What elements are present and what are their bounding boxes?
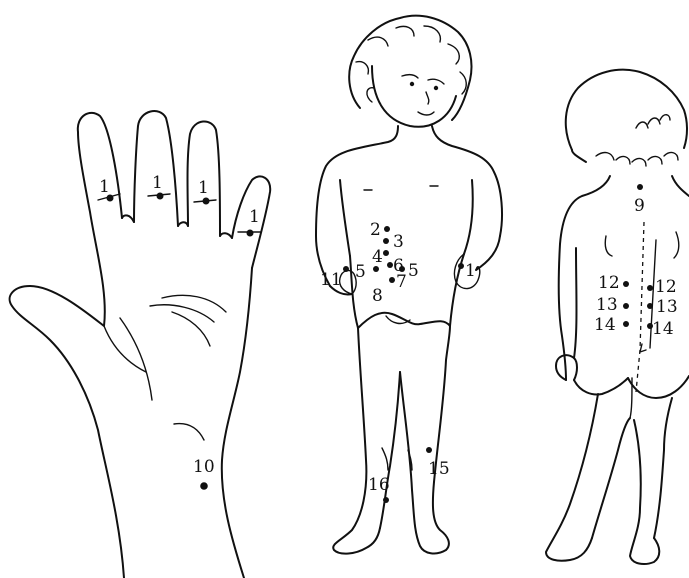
label-hand-little: 1	[249, 207, 260, 227]
label-hand-wrist: 10	[193, 457, 215, 477]
label-front-16: 16	[368, 475, 390, 495]
label-front-1: 1	[465, 261, 476, 281]
label-hand-middle: 1	[152, 173, 163, 193]
label-back-9: 9	[634, 196, 645, 216]
label-back-14-left: 14	[594, 315, 616, 335]
label-front-5-left: 5	[355, 262, 366, 282]
label-back-13-right: 13	[656, 297, 678, 317]
label-front-4: 4	[372, 247, 383, 267]
label-hand-index: 1	[99, 177, 110, 197]
point-labels: 1 1 1 1 10 2 3 4 6 5 5 7 8 11 1 15 16 9 …	[99, 173, 678, 495]
label-back-12-right: 12	[655, 277, 677, 297]
label-front-8: 8	[372, 286, 383, 306]
label-front-3: 3	[393, 232, 404, 252]
label-back-13-left: 13	[596, 295, 618, 315]
label-front-7: 7	[396, 272, 407, 292]
label-back-14-right: 14	[652, 319, 674, 339]
label-back-12-left: 12	[598, 273, 620, 293]
palm-of-hand	[10, 111, 271, 578]
label-front-2: 2	[370, 220, 381, 240]
label-front-5-right: 5	[408, 261, 419, 281]
label-hand-ring: 1	[198, 178, 209, 198]
label-front-11: 11	[320, 270, 342, 290]
child-front	[316, 16, 502, 554]
label-front-15: 15	[428, 459, 450, 479]
